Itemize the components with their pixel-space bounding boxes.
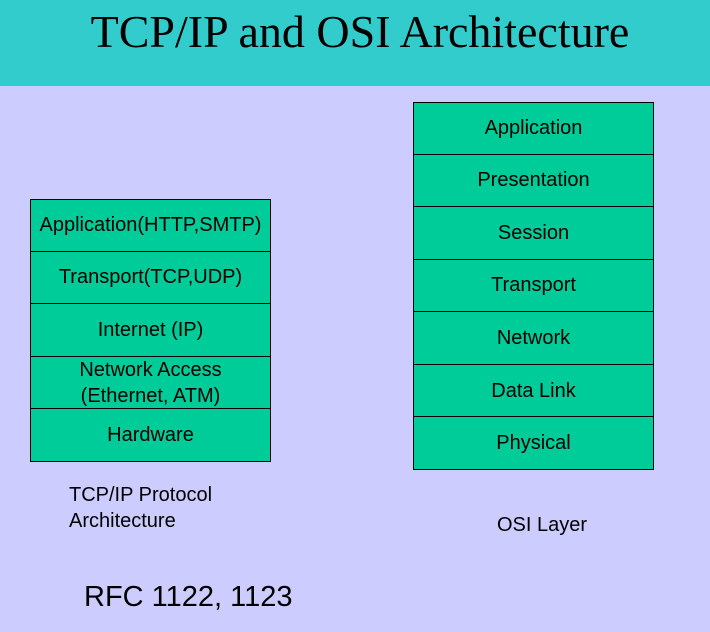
osi-layer: Presentation <box>413 153 654 208</box>
osi-caption: OSI Layer <box>497 514 588 536</box>
tcpip-layer: Hardware <box>30 408 271 462</box>
osi-layer: Network <box>413 311 654 365</box>
osi-layer: Transport <box>413 258 654 313</box>
osi-layer: Application <box>413 102 654 155</box>
osi-layer: Physical <box>413 416 654 470</box>
tcpip-caption: TCP/IP Protocol Architecture <box>69 484 213 532</box>
tcpip-layer: Internet (IP) <box>30 303 271 357</box>
rfc-label: RFC 1122, 1123 <box>84 581 293 613</box>
osi-layer: Session <box>413 206 654 260</box>
tcpip-layer: Transport(TCP,UDP) <box>30 250 271 305</box>
page-title: TCP/IP and OSI Architecture <box>90 6 630 57</box>
tcpip-stack: Application(HTTP,SMTP)Transport(TCP,UDP)… <box>30 199 271 462</box>
tcpip-layer: Network Access (Ethernet, ATM) <box>30 355 271 410</box>
osi-layer: Data Link <box>413 363 654 418</box>
tcpip-layer: Application(HTTP,SMTP) <box>30 199 271 252</box>
title-banner <box>0 0 710 86</box>
